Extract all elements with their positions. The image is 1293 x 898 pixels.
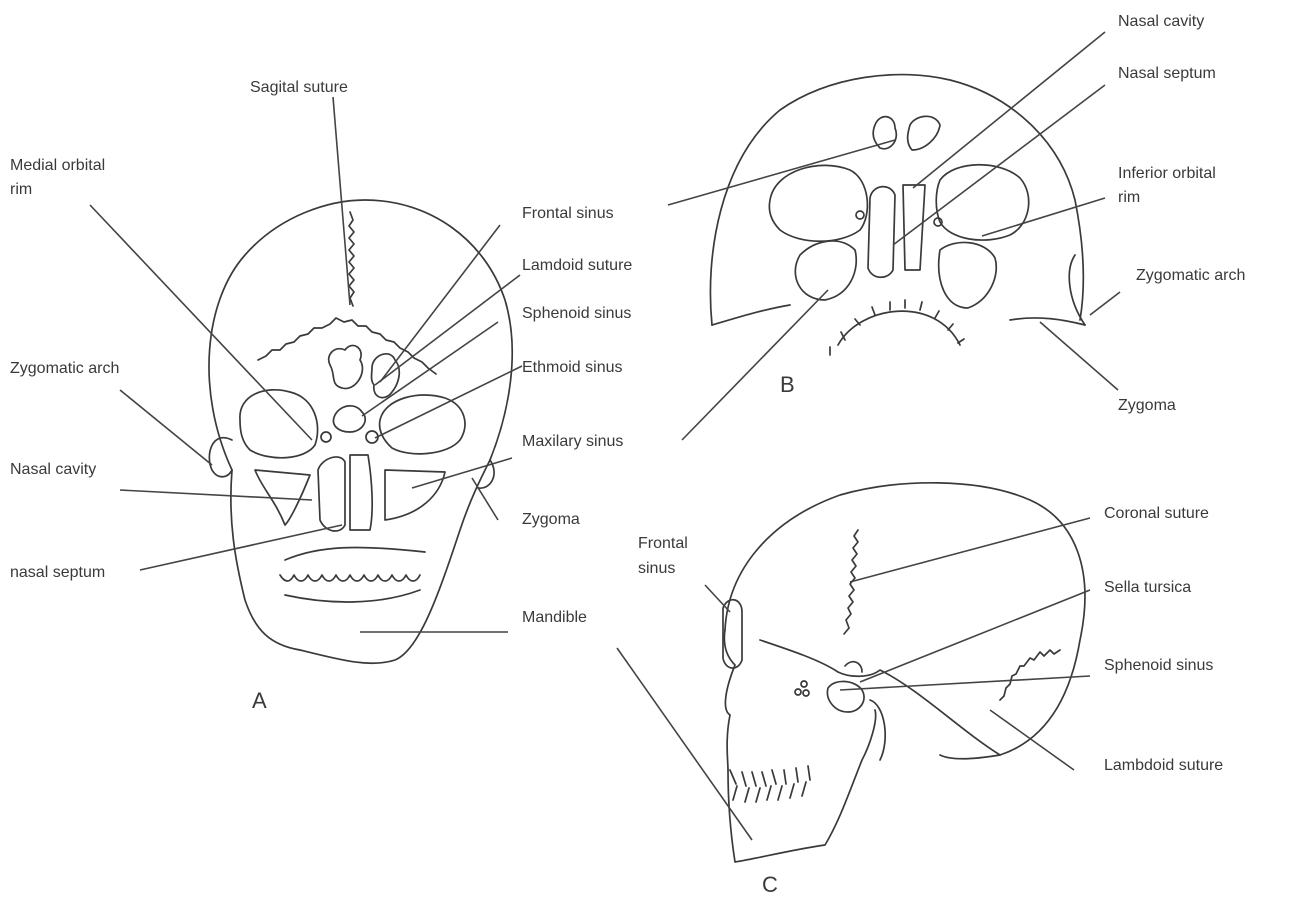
a-lamdoid-suture-line bbox=[258, 318, 436, 374]
label-a-zygomatic-arch: Zygomatic arch bbox=[10, 360, 119, 377]
panel-c-skull-lateral bbox=[723, 483, 1085, 862]
label-a-nasal-septum: nasal septum bbox=[10, 564, 105, 581]
label-a-nasal-cavity: Nasal cavity bbox=[10, 461, 96, 478]
label-c-sella-tursica: Sella tursica bbox=[1104, 579, 1191, 596]
label-b-nasal-cavity: Nasal cavity bbox=[1118, 13, 1204, 30]
label-a-maxilary-sinus: Maxilary sinus bbox=[522, 433, 623, 450]
label-a-sagital-suture: Sagital suture bbox=[250, 79, 348, 96]
label-a-medial-orbital-rim-2: rim bbox=[10, 181, 32, 198]
label-a-zygoma: Zygoma bbox=[522, 511, 580, 528]
panel-label-a: A bbox=[252, 688, 267, 713]
label-c-sphenoid-sinus: Sphenoid sinus bbox=[1104, 657, 1213, 674]
panel-label-c: C bbox=[762, 872, 778, 897]
label-c-lambdoid-suture: Lambdoid suture bbox=[1104, 757, 1223, 774]
label-c-frontal-sinus-1: Frontal bbox=[638, 535, 688, 552]
label-a-mandible: Mandible bbox=[522, 609, 587, 626]
label-b-zygomatic-arch: Zygomatic arch bbox=[1136, 267, 1245, 284]
label-a-sphenoid-sinus: Sphenoid sinus bbox=[522, 305, 631, 322]
label-c-frontal-sinus-2: sinus bbox=[638, 560, 675, 577]
label-a-ethmoid-sinus: Ethmoid sinus bbox=[522, 359, 623, 376]
label-a-medial-orbital-rim-1: Medial orbital bbox=[10, 157, 105, 174]
panel-label-b: B bbox=[780, 372, 795, 397]
text-labels: Sagital suture Medial orbital rim Fronta… bbox=[10, 13, 1245, 897]
label-c-coronal-suture: Coronal suture bbox=[1104, 505, 1209, 522]
label-b-inferior-orbital-rim-2: rim bbox=[1118, 189, 1140, 206]
label-a-frontal-sinus: Frontal sinus bbox=[522, 205, 614, 222]
panel-b-skull-waters bbox=[710, 75, 1085, 355]
label-b-inferior-orbital-rim-1: Inferior orbital bbox=[1118, 165, 1216, 182]
label-b-nasal-septum: Nasal septum bbox=[1118, 65, 1216, 82]
label-b-zygoma: Zygoma bbox=[1118, 397, 1176, 414]
a-sagital-suture-line bbox=[349, 212, 354, 306]
label-a-lamdoid-suture: Lamdoid suture bbox=[522, 257, 632, 274]
